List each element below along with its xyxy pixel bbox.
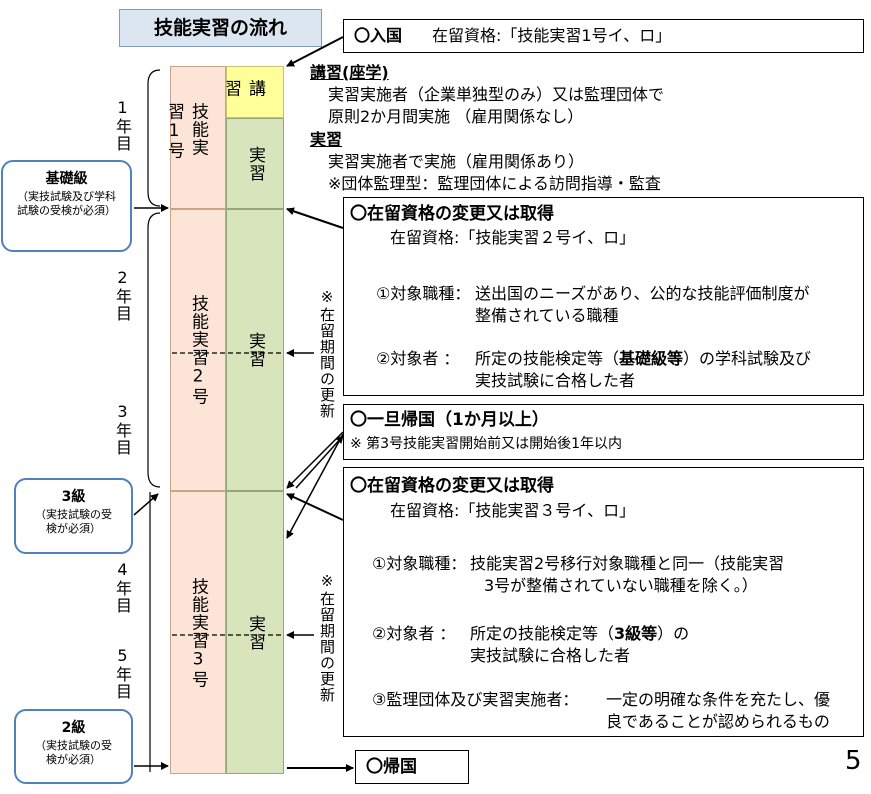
brace-year-1: [147, 69, 161, 207]
entry-head: 〇入国: [354, 26, 403, 45]
grade-title-2: 2級: [61, 720, 86, 736]
lecture-head: 講習(座学): [310, 63, 389, 82]
change2-item3-line2: 良であることが認められるもの: [606, 712, 830, 731]
grade-box-basic: 基礎級 （実技試験及び学科試験の受検が必須）: [1, 160, 132, 252]
change2-item1-line2: 3号が整備されていない職種を除く。）: [484, 576, 758, 595]
entry-box: 〇入国 在留資格:「技能実習1号イ、ロ」: [343, 19, 864, 53]
status-change-box-2: 〇在留資格の変更又は取得 在留資格:「技能実習２号イ、ロ」 ①対象職種： 送出国…: [343, 197, 864, 396]
change2-head: 〇在留資格の変更又は取得: [350, 476, 554, 496]
year-label-4: 4年目: [113, 560, 132, 614]
practice-cell-1: 実習: [226, 118, 284, 209]
return-temp-head: 〇一旦帰国（1か月以上）: [350, 410, 549, 430]
final-return-box: 〇帰国: [355, 750, 469, 784]
page-title: 技能実習の流れ: [119, 9, 322, 47]
lecture-label: 講習: [221, 79, 265, 98]
column-technical-training-3: 技能実習3号: [170, 491, 226, 774]
year-label-2: 2年目: [113, 268, 132, 322]
grade-note-basic: （実技試験及び学科試験の受検が必須）: [17, 190, 116, 217]
change2-item3-line1: 一定の明確な条件を充たし、優: [606, 690, 831, 709]
change1-item1-line2: 整備されている職種: [475, 306, 619, 325]
renewal-note-2: ※在留期間の更新: [318, 572, 336, 703]
change2-item2-bold: 3級等: [614, 624, 658, 643]
change1-item2-pre: 所定の技能検定等（: [475, 349, 620, 368]
page-number: 5: [845, 746, 862, 776]
practice-label-2: 実習: [245, 332, 265, 368]
grade-title-3: 3級: [61, 489, 86, 505]
temporary-return-box: 〇一旦帰国（1か月以上） ※ 第3号技能実習開始前又は開始後1年以内: [343, 404, 864, 460]
grade-box-2: 2級 （実技試験の受検が必須）: [14, 709, 133, 784]
change2-item2-label: ②対象者 ：: [372, 624, 456, 643]
practice-cell-2: 実習: [226, 209, 284, 491]
change2-item3-label: ③監理団体及び実習実施者：: [372, 690, 579, 709]
change1-status: 在留資格:「技能実習２号イ、ロ」: [390, 228, 636, 247]
brace-years-2-3: [147, 212, 161, 488]
change2-item2-post: ）の: [657, 624, 690, 643]
change2-status: 在留資格:「技能実習３号イ、ロ」: [390, 501, 636, 520]
arrow-change1: [286, 207, 344, 229]
practice-head: 実習: [310, 130, 343, 149]
change1-item2-post: ）の学科試験及び: [683, 349, 812, 368]
year-label-5: 5年目: [113, 646, 132, 700]
change1-item1-label: ①対象職種：: [376, 284, 471, 303]
column-label-1: 技能実習1号: [164, 102, 208, 160]
change2-item2-pre: 所定の技能検定等（: [470, 624, 615, 643]
change2-item2-line1: 所定の技能検定等（3級等）の: [470, 624, 689, 644]
lecture-cell: 講習: [221, 66, 284, 118]
arrow-grade-3: [133, 493, 159, 516]
renewal-note-1: ※在留期間の更新: [318, 288, 336, 419]
arrow-return-back: [295, 435, 344, 489]
change2-item1-label: ①対象職種：: [372, 554, 467, 573]
arrow-return-up: [286, 431, 344, 489]
change1-item2-line2: 実技試験に合格した者: [475, 371, 636, 390]
practice-label-3: 実習: [245, 614, 265, 651]
return-temp-note: ※ 第3号技能実習開始前又は開始後1年以内: [350, 436, 622, 452]
year-label-3: 3年目: [113, 402, 132, 456]
practice-cell-3: 実習: [226, 491, 284, 774]
change1-item2-bold: 基礎級等: [619, 349, 684, 368]
grade-note-2: （実技試験の受検が必須）: [35, 739, 112, 766]
status-change-box-3: 〇在留資格の変更又は取得 在留資格:「技能実習３号イ、ロ」 ①対象職種： 技能実…: [343, 467, 864, 737]
grade-note-3: （実技試験の受検が必須）: [35, 508, 112, 535]
column-label-3: 技能実習3号: [188, 577, 208, 688]
change1-item1-line1: 送出国のニーズがあり、公的な技能評価制度が: [475, 284, 810, 303]
practice-label-1: 実習: [245, 145, 265, 182]
change2-item1-line1: 技能実習2号移行対象職種と同一（技能実習: [470, 554, 785, 573]
change1-item2-label: ②対象者 ：: [376, 349, 460, 368]
final-return-label: 〇帰国: [366, 757, 417, 777]
column-technical-training-1: 技能実習1号: [164, 66, 226, 209]
practice-line2: ※団体監理型：監理団体による訪問指導・監査: [328, 174, 661, 193]
change1-head: 〇在留資格の変更又は取得: [350, 204, 554, 224]
change1-item2-line1: 所定の技能検定等（基礎級等）の学科試験及び: [475, 349, 811, 369]
practice-line1: 実習実施者で実施（雇用関係あり）: [328, 152, 585, 171]
column-technical-training-2: 技能実習2号: [170, 209, 226, 491]
lecture-line1: 実習実施者（企業単独型のみ）又は監理団体で: [328, 85, 665, 104]
grade-title-basic: 基礎級: [45, 171, 88, 187]
column-label-2: 技能実習2号: [188, 294, 208, 406]
entry-body: 在留資格:「技能実習1号イ、ロ」: [432, 26, 672, 45]
year-label-1: 1年目: [113, 98, 132, 152]
arrow-change2: [286, 493, 344, 521]
arrow-return-down: [286, 433, 344, 539]
lecture-line2: 原則2か月間実施 （雇用関係なし）: [328, 107, 584, 126]
grade-box-3: 3級 （実技試験の受検が必須）: [14, 478, 133, 554]
change2-item2-line2: 実技試験に合格した者: [470, 646, 631, 665]
